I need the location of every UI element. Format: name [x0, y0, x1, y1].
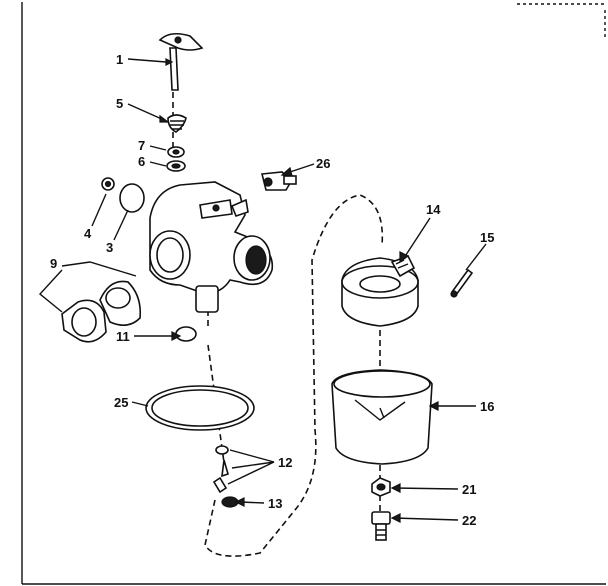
part-3-plate [119, 183, 145, 213]
label-12: 12 [278, 455, 292, 470]
part-25-bowl-gasket [145, 385, 255, 431]
part-1-primer [158, 32, 204, 91]
label-5: 5 [116, 96, 123, 111]
label-14: 14 [426, 202, 441, 217]
part-6-washer [166, 160, 186, 172]
leader-lines [38, 58, 487, 523]
label-11: 11 [116, 329, 130, 344]
part-14-float [341, 254, 419, 327]
part-4-plug [101, 177, 115, 191]
part-16-float-bowl [331, 369, 433, 465]
part-15-hinge-pin [450, 268, 474, 298]
part-26-fuel-fitting [260, 171, 297, 191]
part-9-cover-gasket [61, 280, 142, 343]
label-21: 21 [462, 482, 476, 497]
label-13: 13 [268, 496, 282, 511]
label-22: 22 [462, 513, 476, 528]
part-5-spring [167, 114, 187, 133]
part-12-needle [212, 445, 229, 494]
label-3: 3 [106, 240, 113, 255]
label-26: 26 [316, 156, 330, 171]
carburetor-body [149, 181, 274, 313]
part-7-washer [167, 146, 185, 158]
page-frame [21, 2, 606, 585]
label-7: 7 [138, 138, 145, 153]
label-16: 16 [480, 399, 494, 414]
label-1: 1 [116, 52, 123, 67]
part-21-washer [371, 477, 391, 497]
callout-labels: 1 5 7 6 26 4 3 9 14 15 11 25 16 12 13 21… [50, 52, 494, 528]
part-22-bowl-nut [371, 511, 391, 541]
label-6: 6 [138, 154, 145, 169]
label-9: 9 [50, 256, 57, 271]
label-25: 25 [114, 395, 128, 410]
part-11-o-ring [175, 326, 197, 342]
label-15: 15 [480, 230, 494, 245]
label-4: 4 [84, 226, 92, 241]
